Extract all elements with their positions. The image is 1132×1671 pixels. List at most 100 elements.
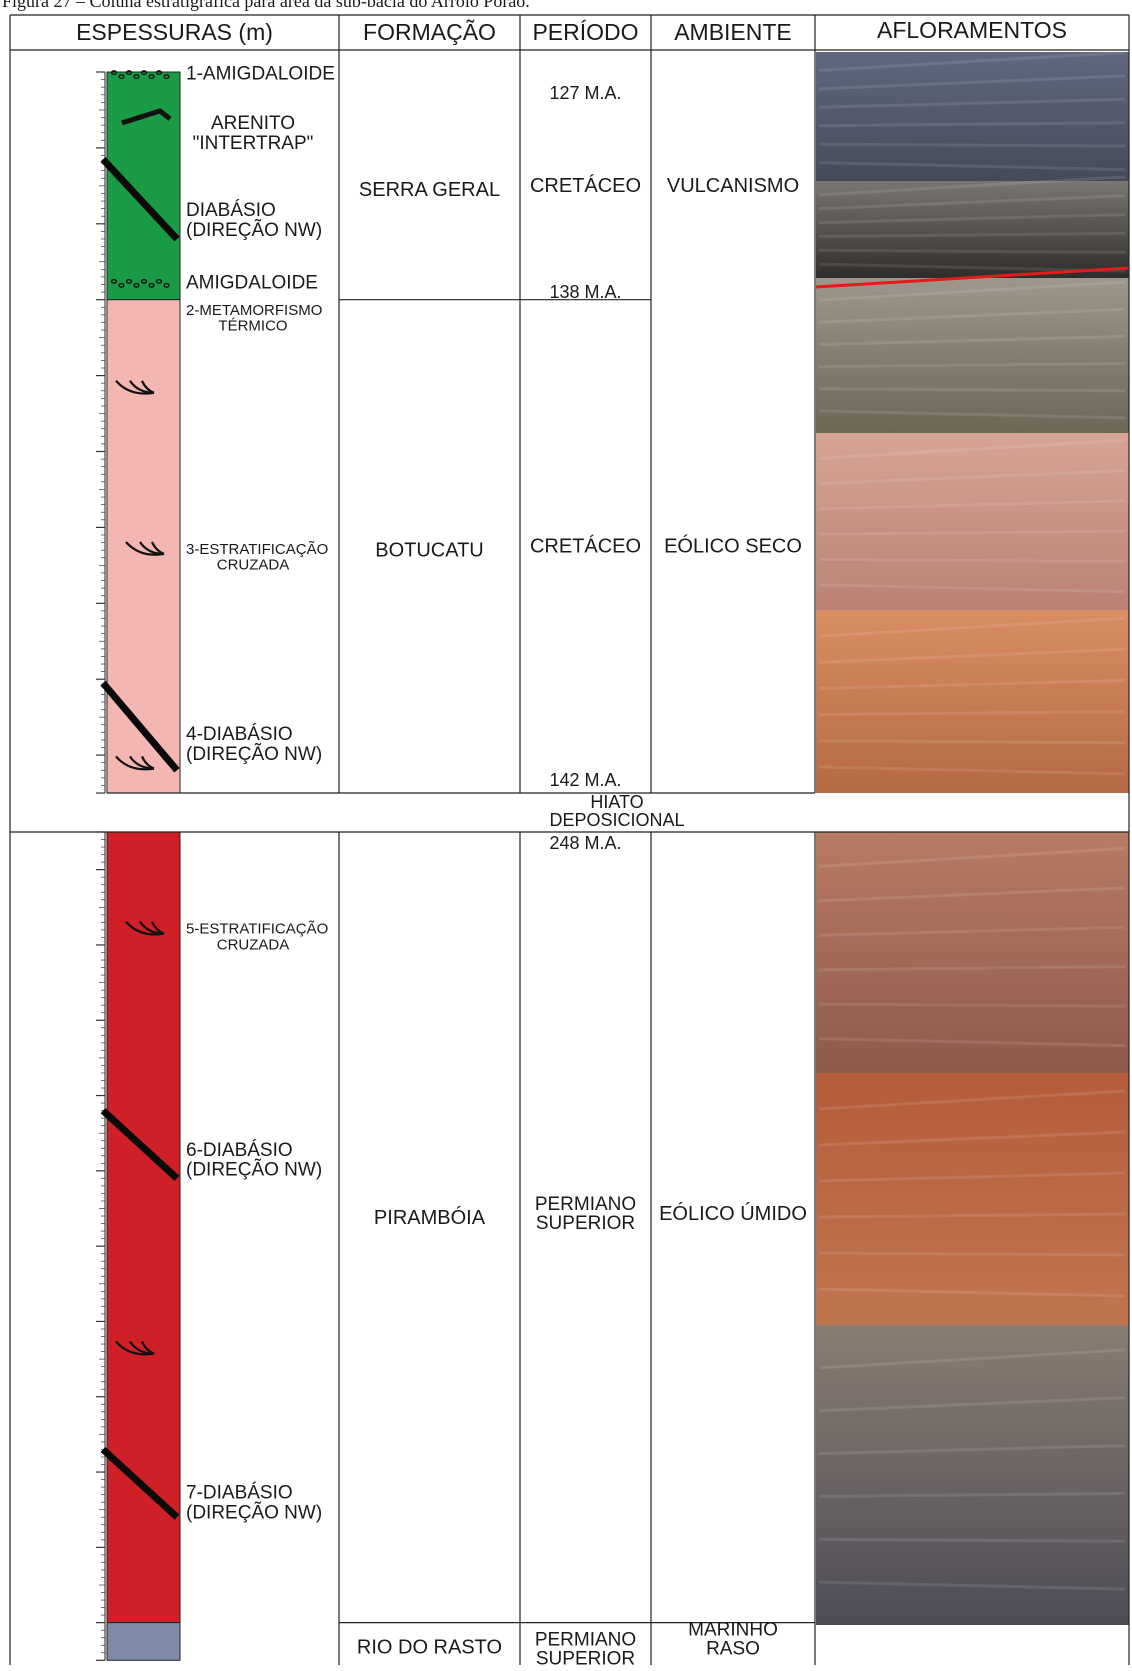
photo-texture (818, 1089, 1126, 1111)
photo-texture (818, 438, 1126, 460)
photo-texture (818, 307, 1126, 324)
photo-texture (818, 1287, 1126, 1298)
photo-texture (818, 1537, 1126, 1543)
outcrop-photo (816, 1325, 1129, 1625)
outcrop-photo (816, 610, 1129, 793)
photo-texture (818, 175, 1126, 197)
photo-texture (818, 213, 1126, 225)
feature-label: ARENITO"INTERTRAP" (193, 113, 314, 154)
intertrap-sandstone-icon (121, 108, 172, 126)
formation-piramboia: PIRAMBÓIA (374, 1206, 486, 1229)
feature-label: AMIGDALOIDE (186, 272, 318, 293)
outcrop-photo (816, 181, 1129, 278)
environment-vulcanismo: VULCANISMO (667, 175, 799, 197)
photo-texture (818, 121, 1126, 128)
age-label: 138 M.A. (549, 282, 621, 302)
environment-eolico-umido: EÓLICO ÚMIDO (659, 1202, 807, 1225)
outcrop-photo (816, 278, 1129, 433)
formation-rio-do-rasto: RIO DO RASTO (357, 1636, 502, 1658)
photo-texture (818, 280, 1126, 302)
feature-label: 7-DIABÁSIO(DIREÇÃO NW) (186, 1482, 322, 1523)
outcrop-photo (816, 433, 1129, 610)
photo-texture (818, 1171, 1126, 1183)
photo-texture (818, 583, 1126, 594)
outcrop-photo (816, 52, 1129, 181)
photo-texture (818, 1037, 1126, 1048)
formation-botucatu: BOTUCATU (375, 539, 484, 561)
photo-texture (818, 387, 1126, 393)
amygdaloid-icon (110, 278, 170, 288)
photo-texture (818, 765, 1126, 776)
feature-label: 6-DIABÁSIO(DIREÇÃO NW) (186, 1140, 322, 1181)
figure-caption: Figura 27 – Coluna estratigráfica para á… (2, 0, 530, 11)
cross-stratification-icon (115, 380, 155, 395)
photo-texture (818, 739, 1126, 745)
header-formacao: FORMAÇÃO (363, 19, 496, 45)
photo-texture (818, 616, 1126, 638)
photo-texture (818, 97, 1126, 109)
photo-texture (818, 194, 1126, 211)
layer-rio-do-rasto (106, 1622, 181, 1661)
diabase-dike-icon (100, 156, 180, 242)
photo-texture (818, 142, 1126, 148)
layer-piramboia (106, 831, 181, 1624)
photo-texture (818, 362, 1126, 369)
feature-label: 4-DIABÁSIO(DIREÇÃO NW) (186, 724, 322, 765)
header-afloramentos: AFLORAMENTOS (877, 17, 1067, 43)
photo-texture (818, 1251, 1126, 1257)
photo-texture (818, 557, 1126, 563)
photo-texture (818, 248, 1126, 254)
feature-label: DIABÁSIO(DIREÇÃO NW) (186, 200, 322, 241)
photo-texture (818, 1444, 1126, 1456)
photo-texture (818, 846, 1126, 868)
photo-texture (818, 74, 1126, 91)
photo-texture (818, 1348, 1126, 1370)
photo-texture (818, 409, 1126, 420)
diabase-dike-icon (100, 1108, 180, 1181)
age-label: 127 M.A. (549, 83, 621, 103)
photo-texture (818, 1002, 1126, 1008)
diabase-dike-icon (100, 1446, 180, 1520)
photo-texture (818, 886, 1126, 903)
cross-stratification-icon (125, 920, 165, 936)
photo-texture (818, 529, 1126, 536)
photo-texture (818, 161, 1126, 172)
photo-texture (818, 50, 1126, 72)
header-espessuras: ESPESSURAS (m) (76, 19, 273, 45)
period-cretaceo: CRETÁCEO (530, 174, 641, 197)
photo-texture (818, 1212, 1126, 1219)
outcrop-photo (816, 1073, 1129, 1325)
age-label: 248 M.A. (549, 833, 621, 853)
photo-texture (818, 710, 1126, 717)
photo-texture (818, 965, 1126, 972)
outcrop-photo (816, 832, 1129, 1073)
amygdaloid-icon (110, 70, 170, 80)
period-cretaceo: CRETÁCEO (530, 534, 641, 557)
layer-serra-geral (106, 71, 181, 301)
diabase-dike-icon (100, 680, 180, 773)
photo-texture (818, 334, 1126, 346)
header-ambiente: AMBIENTE (674, 19, 792, 45)
photo-texture (818, 678, 1126, 690)
photo-texture (818, 1396, 1126, 1413)
cross-stratification-icon (115, 755, 155, 771)
photo-texture (818, 925, 1126, 937)
contact-line (815, 266, 1130, 289)
age-label: 142 M.A. (549, 770, 621, 790)
photo-texture (818, 499, 1126, 511)
cross-stratification-icon (115, 1340, 155, 1356)
feature-label: 1-AMIGDALOIDE (186, 64, 335, 85)
photo-texture (818, 1491, 1126, 1498)
header-periodo: PERÍODO (532, 19, 638, 45)
photo-texture (818, 647, 1126, 664)
photo-texture (818, 1130, 1126, 1147)
photo-texture (818, 231, 1126, 238)
